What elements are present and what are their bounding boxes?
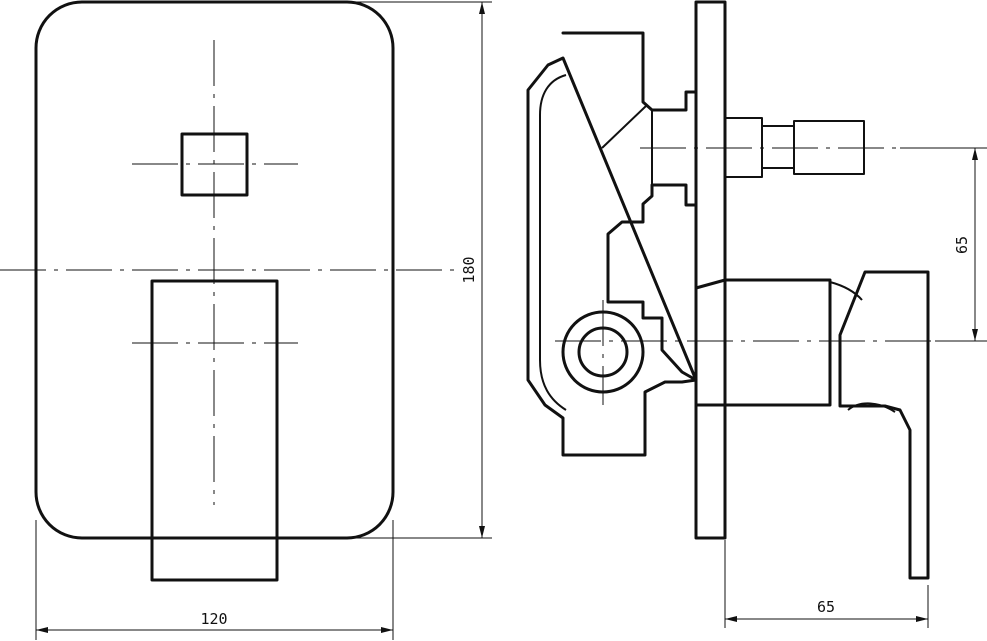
outlet-neck [761, 125, 795, 169]
depth-dimension-label: 65 [817, 598, 835, 616]
valve-body-diagonal [601, 105, 647, 149]
valve-body-inner-curve [539, 74, 567, 411]
mixer-sleeve-curve [829, 281, 863, 301]
spacing-arrow-top [972, 148, 978, 160]
height-dimension-label: 180 [460, 256, 478, 283]
depth-arrow-right [916, 616, 928, 622]
depth-arrow-left [725, 616, 737, 622]
width-arrow-right [381, 627, 393, 633]
mixer-sleeve [694, 278, 832, 407]
height-arrow-top [479, 2, 485, 14]
lever-handle-detail [847, 402, 896, 413]
height-arrow-bottom [479, 526, 485, 538]
front-view: 120 180 [0, 0, 492, 640]
spacing-dimension-label: 65 [953, 236, 971, 254]
side-view: 65 65 [526, 0, 987, 628]
width-dimension-label: 120 [200, 610, 227, 628]
spacing-arrow-bottom [972, 329, 978, 341]
wall-plate [694, 0, 727, 540]
lever-handle [838, 270, 930, 580]
width-arrow-left [36, 627, 48, 633]
